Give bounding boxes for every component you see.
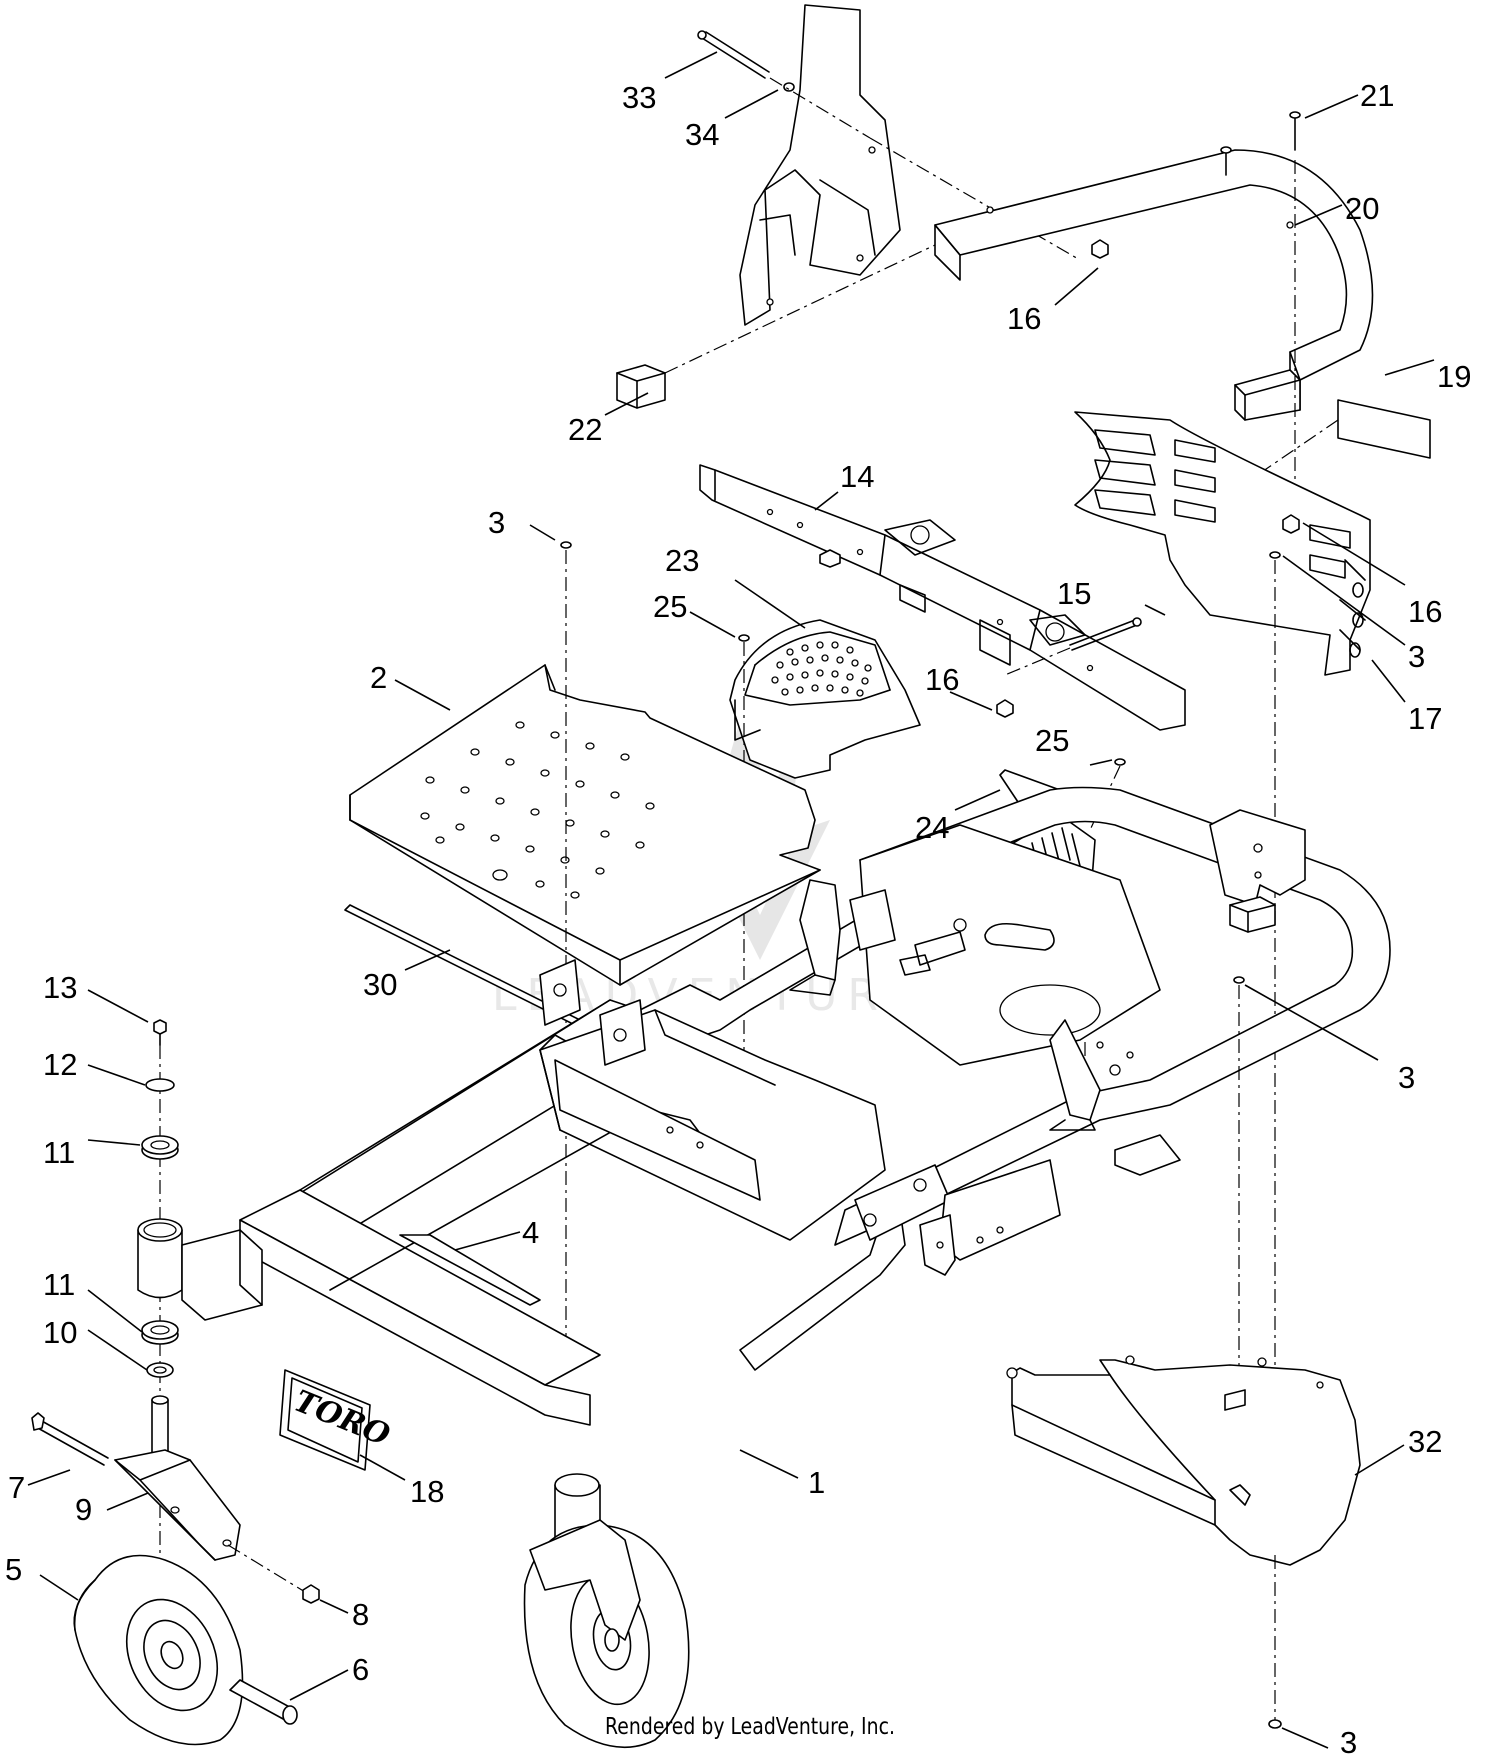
- part-13-bolt: [153, 1019, 167, 1046]
- part-9-fork: [114, 1395, 241, 1561]
- part-8-nut: [302, 1584, 320, 1604]
- callout-24: 24: [915, 810, 949, 845]
- callout-7: 7: [8, 1470, 25, 1505]
- callout-1: 1: [808, 1465, 825, 1500]
- part-12-washer: [145, 1078, 175, 1092]
- callout-5: 5: [5, 1552, 22, 1587]
- part-19-decal: [1337, 399, 1431, 459]
- callout-23: 23: [665, 543, 699, 578]
- part-16-nut: [1091, 239, 1109, 259]
- part-16-nut-brace: [996, 699, 1014, 718]
- callout-15: 15: [1057, 576, 1091, 611]
- callout-18: 18: [410, 1474, 444, 1509]
- part-18-logo: TORO: [279, 1369, 395, 1471]
- part-3-bolt-pan: [560, 541, 572, 549]
- callout-34: 34: [685, 117, 719, 152]
- callout-13: 13: [43, 970, 77, 1005]
- callout-22: 22: [568, 412, 602, 447]
- callout-4: 4: [522, 1215, 539, 1250]
- callout-25: 25: [653, 589, 687, 624]
- part-11-bearing-top: [141, 1135, 179, 1160]
- part-10-washer: [146, 1362, 174, 1378]
- part-3-bolt-bottom: [1268, 1719, 1282, 1729]
- part-25-screw-top: [738, 634, 750, 642]
- callout-14: 14: [840, 459, 874, 494]
- pan-holes: [420, 721, 655, 899]
- part-25-screw: [1114, 758, 1126, 766]
- callout-12: 12: [43, 1047, 77, 1082]
- callout-labels: 33 34 21 20 16 22 19 14 3 23 25 15 3 16 …: [5, 78, 1471, 1754]
- caster-tube: [137, 1218, 263, 1321]
- part-14-brace: [699, 464, 1186, 731]
- callout-8: 8: [352, 1597, 369, 1632]
- right-caster-wheel: [523, 1473, 690, 1749]
- callout-33: 33: [622, 80, 656, 115]
- part-23-cover: [729, 619, 921, 779]
- part-33-bolt: [697, 30, 770, 79]
- part-11-bearing-bottom: [141, 1320, 179, 1345]
- part-3-bolt-shield: [1269, 551, 1281, 559]
- callout-20: 20: [1345, 191, 1379, 226]
- part-3-bolt-frame: [1233, 976, 1245, 984]
- part-22-plug: [616, 364, 666, 409]
- callout-11-bottom: 11: [43, 1267, 75, 1302]
- callout-3-frame: 3: [1398, 1060, 1415, 1095]
- callout-2: 2: [370, 660, 387, 695]
- callout-10: 10: [43, 1315, 77, 1350]
- callout-21: 21: [1360, 78, 1394, 113]
- part-5-wheel: [73, 1554, 244, 1746]
- callout-16-shield: 16: [1408, 594, 1442, 629]
- leader-lines: [27, 51, 1435, 1749]
- part-17-shield: [1074, 411, 1371, 676]
- callout-3-bottom: 3: [1340, 1725, 1357, 1754]
- vent-holes: [771, 641, 872, 697]
- callout-30: 30: [363, 967, 397, 1002]
- callout-3: 3: [488, 505, 505, 540]
- part-2-floor-pan: [349, 664, 821, 986]
- part-20-tube: [934, 149, 1374, 421]
- part-7-bolt: [31, 1412, 109, 1466]
- part-4-decal: [399, 1234, 541, 1306]
- callout-17: 17: [1408, 701, 1442, 736]
- part-21-bolt: [1220, 111, 1301, 176]
- callout-32: 32: [1408, 1424, 1442, 1459]
- upper-mount-bracket: [739, 4, 901, 326]
- callout-11-top: 11: [43, 1135, 75, 1170]
- callout-16-brace: 16: [925, 662, 959, 697]
- part-34-washer: [783, 82, 795, 92]
- callout-3-shield: 3: [1408, 639, 1425, 674]
- callout-25-frame: 25: [1035, 723, 1069, 758]
- part-16-nut-shield: [1282, 514, 1300, 534]
- part-32-panel: [1006, 1355, 1361, 1566]
- callout-19: 19: [1437, 359, 1471, 394]
- callout-9: 9: [75, 1492, 92, 1527]
- part-1-frame: [239, 786, 1391, 1426]
- part-6-spacer: [229, 1679, 298, 1725]
- render-credit: Rendered by LeadVenture, Inc.: [605, 1714, 895, 1740]
- part-15-bolt: [1069, 617, 1142, 651]
- callout-6: 6: [352, 1652, 369, 1687]
- callout-16: 16: [1007, 301, 1041, 336]
